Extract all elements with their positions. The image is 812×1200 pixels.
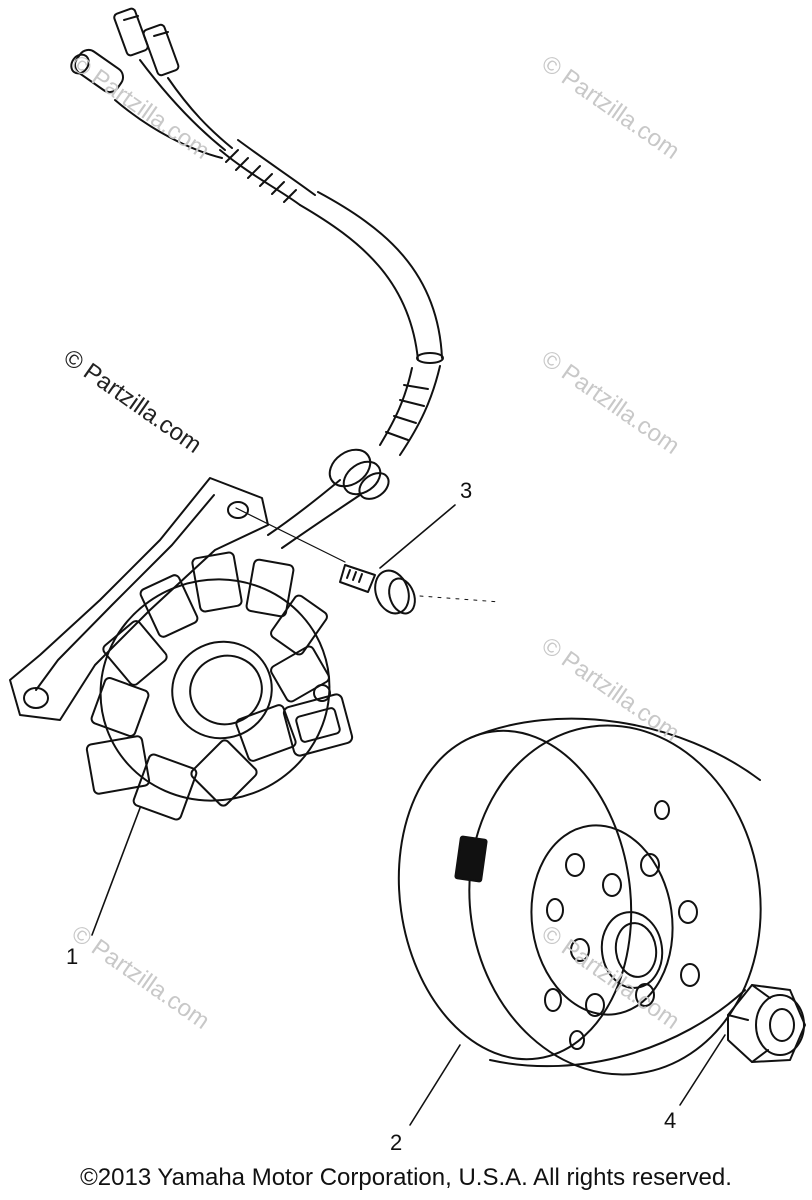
- bolt-guide-line: [235, 507, 346, 563]
- grommet: [328, 448, 390, 500]
- callout-2: 2: [390, 1130, 403, 1155]
- wire-harness: [70, 7, 444, 549]
- bolt: [339, 564, 416, 615]
- flywheel-rotor: [397, 717, 762, 1076]
- flywheel-holes: [544, 800, 700, 1050]
- copyright-notice: ©2013 Yamaha Motor Corporation, U.S.A. A…: [80, 1164, 732, 1191]
- callout-3: 3: [460, 478, 473, 503]
- flange-nut: [727, 984, 806, 1063]
- leader-lines: [91, 504, 726, 1126]
- callout-4: 4: [664, 1108, 677, 1133]
- stator-assembly: [9, 477, 354, 821]
- connector-plug-2: [142, 23, 180, 77]
- stator-coils: [85, 551, 330, 821]
- pickup-coil: [282, 684, 354, 757]
- connector-plug-1: [113, 7, 149, 57]
- stator-bracket: [9, 477, 269, 721]
- callout-1: 1: [66, 944, 79, 969]
- bolt-dash-line: [419, 595, 501, 603]
- connector-bullet: [70, 48, 125, 94]
